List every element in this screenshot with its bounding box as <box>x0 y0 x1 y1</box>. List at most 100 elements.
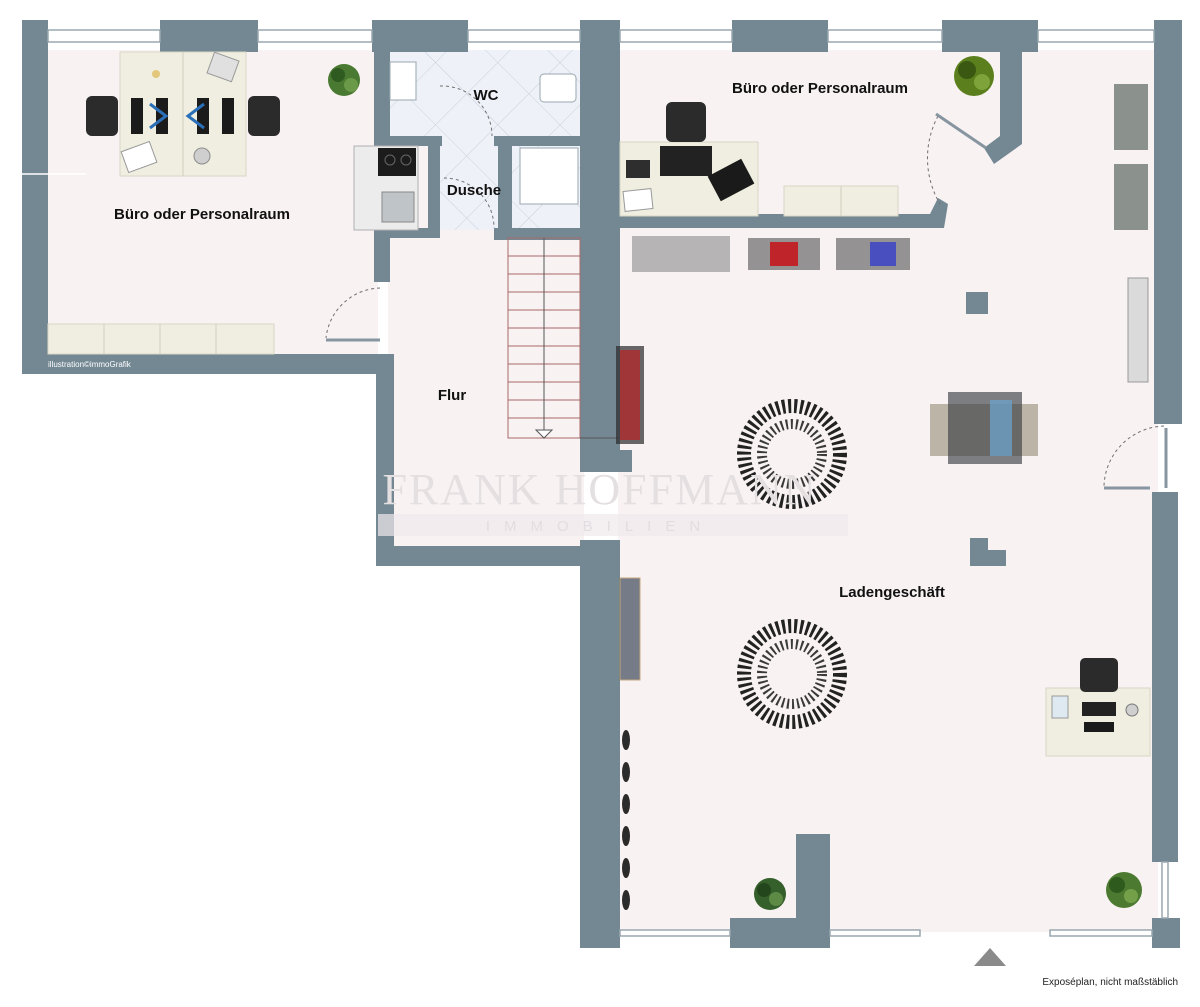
room-label-office-right: Büro oder Personalraum <box>732 80 908 97</box>
window <box>619 29 733 43</box>
wall <box>600 450 632 472</box>
room-label-wc: WC <box>474 87 499 104</box>
hob <box>384 154 396 166</box>
shoe-rack-accent <box>770 242 798 266</box>
staircase <box>507 237 618 439</box>
keyboard <box>707 158 755 202</box>
window <box>1161 861 1169 919</box>
shop-displays <box>616 84 1151 966</box>
lamp <box>1125 703 1139 717</box>
cup <box>152 70 160 78</box>
office-right-furniture <box>619 56 994 217</box>
cable <box>149 102 205 130</box>
plant-icon <box>328 64 360 96</box>
office-left-furniture <box>47 51 360 355</box>
keyboard <box>1082 702 1116 716</box>
wall <box>796 834 830 934</box>
monitor <box>660 146 712 176</box>
credit: illustration©immoGrafik <box>48 360 132 369</box>
monitor <box>222 98 234 134</box>
window <box>619 929 731 937</box>
entrance-arrow-icon <box>974 948 1006 966</box>
chair <box>248 96 280 136</box>
watermark: FRANK HOFFMANN IMMOBILIEN <box>378 465 848 536</box>
shoe-rack <box>632 236 730 272</box>
lamp <box>193 147 211 165</box>
wall <box>494 136 582 146</box>
wall <box>580 20 620 472</box>
pillar <box>970 538 1006 566</box>
floor-shop <box>618 220 1158 932</box>
window <box>827 29 943 43</box>
room-label-hallway: Flur <box>438 387 466 404</box>
watermark-line2: IMMOBILIEN <box>486 518 714 535</box>
toilet <box>539 73 577 103</box>
shower-tray <box>519 147 579 205</box>
wall <box>984 136 1022 164</box>
chair <box>666 102 706 142</box>
wall <box>160 20 258 52</box>
window <box>257 29 373 43</box>
walls <box>22 20 1182 948</box>
plant-icon <box>754 878 786 910</box>
room-label-shower: Dusche <box>447 182 501 199</box>
paper <box>1051 695 1069 719</box>
wall <box>618 214 944 228</box>
wall <box>1154 20 1182 424</box>
kitchen-sink <box>381 191 415 223</box>
paper <box>622 188 654 212</box>
window <box>1049 929 1153 937</box>
paper <box>120 140 158 174</box>
watermark-band <box>378 514 848 536</box>
wall <box>1152 918 1180 948</box>
wall <box>22 20 48 372</box>
shelf <box>619 577 641 681</box>
wall-shoes <box>622 730 630 910</box>
bathroom-fixtures <box>353 61 579 231</box>
room-label-office-left: Büro oder Personalraum <box>114 206 290 223</box>
wall <box>388 228 440 238</box>
monitor <box>156 98 168 134</box>
stove <box>378 148 416 176</box>
sideboard <box>47 323 275 355</box>
chair <box>1080 658 1118 692</box>
chair <box>86 96 118 136</box>
phone <box>626 160 650 178</box>
wall <box>942 20 1038 52</box>
display-shoes-accent <box>990 400 1012 456</box>
wall <box>732 20 828 52</box>
wall <box>1000 52 1022 144</box>
window <box>829 929 921 937</box>
room-label-shop: Ladengeschäft <box>839 584 945 601</box>
wall <box>376 546 596 566</box>
plant-icon <box>954 56 994 96</box>
shoe-stand-icon <box>737 619 847 729</box>
watermark-line1: FRANK HOFFMANN <box>382 465 817 514</box>
window <box>467 29 581 43</box>
wall <box>388 136 442 146</box>
wall <box>1152 492 1178 862</box>
wall <box>494 228 584 240</box>
shoe-rack <box>1127 277 1149 383</box>
wall <box>22 354 394 374</box>
floor-hallway <box>388 230 584 546</box>
wall <box>498 142 512 234</box>
plant-icon <box>1106 872 1142 908</box>
wall <box>372 20 468 52</box>
windows <box>22 29 1169 937</box>
pillar <box>966 292 988 314</box>
shoe-rack <box>1114 84 1148 150</box>
shoe-stand-icon <box>737 399 847 509</box>
shoe-rack <box>1114 164 1148 230</box>
wall <box>580 540 620 948</box>
shoe-rack-accent <box>620 350 640 440</box>
door-leaf <box>935 112 987 150</box>
paper <box>206 51 240 83</box>
window <box>1037 29 1155 43</box>
monitor <box>131 98 143 134</box>
hob <box>400 154 412 166</box>
shoe-rack-accent <box>870 242 896 266</box>
door-leaves <box>326 112 1168 490</box>
wall <box>580 932 620 948</box>
